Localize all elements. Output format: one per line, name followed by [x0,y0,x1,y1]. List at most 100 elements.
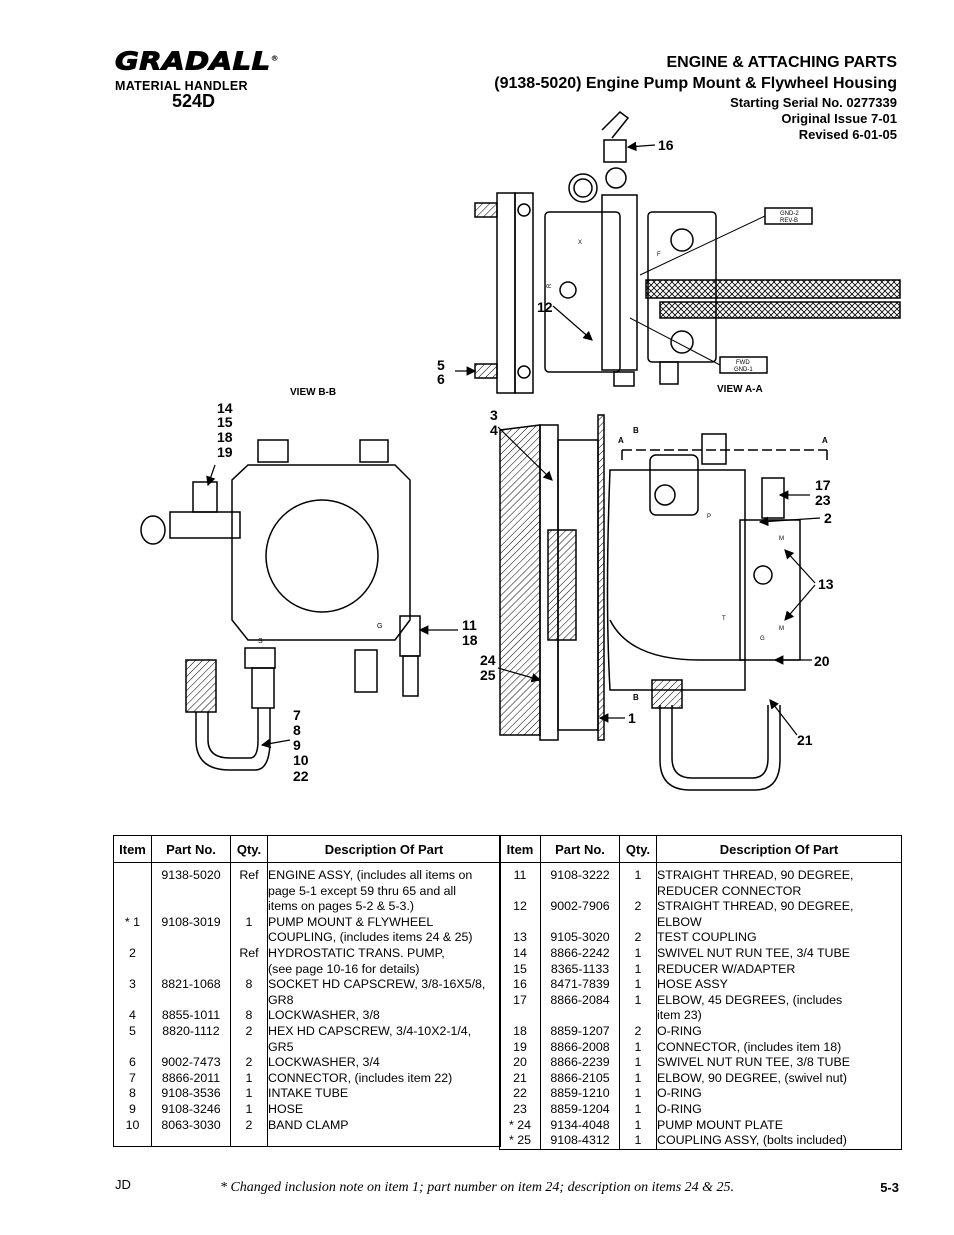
table-cell-desc: GR5 [268,1039,294,1054]
table-cell-desc: PUMP MOUNT & FLYWHEEL [268,914,434,929]
table-cell-item: 11 [513,868,527,882]
page-header: ENGINE & ATTACHING PARTS (9138-5020) Eng… [494,53,897,143]
table-cell-qty: 1 [634,1086,642,1101]
section-title: ENGINE & ATTACHING PARTS [666,54,897,71]
table-cell-part: 9108-4312 [550,1133,610,1148]
callout-19: 19 [217,444,233,460]
table-cell-qty: 1 [245,914,253,929]
table-cell-qty [231,930,267,946]
table-cell-part: 9108-3019 [161,914,221,929]
callout-numbers: 16 12 5 6 14 15 18 19 11 18 7 8 9 10 22 … [217,137,834,784]
section-subtitle: (9138-5020) Engine Pump Mount & Flywheel… [494,75,897,92]
table-cell-desc: REDUCER W/ADAPTER [657,961,796,976]
table-cell-desc: ELBOW, 45 DEGREES, (includes [657,992,843,1007]
callout-17: 17 [815,477,831,493]
svg-text:R: R [547,283,553,288]
table-cell-item [500,1008,540,1024]
col-desc-header: Description Of Part [267,835,501,863]
table-cell-part: 8866-2242 [550,945,610,960]
table-cell-desc: STRAIGHT THREAD, 90 DEGREE, [657,868,854,882]
table-cell-item: 19 [513,1039,527,1054]
svg-text:X: X [578,240,582,246]
callout-11: 11 [462,617,477,633]
table-cell-item: 20 [513,1055,527,1070]
table-cell-desc: CONNECTOR, (includes item 22) [268,1070,453,1085]
callout-14: 14 [217,400,233,416]
parts-diagram: GND-2 REV-B FWD GND-1 X X R F S G [140,111,901,791]
table-cell-part [152,899,230,915]
view-bb-labels: S G [258,623,382,645]
table-cell-desc: SWIVEL NUT RUN TEE, 3/8 TUBE [657,1055,851,1070]
parts-table-left: Item Part No. Qty. Description Of Part *… [113,835,501,1147]
table-header-row: Item Part No. Qty. Description Of Part [113,835,501,863]
section-view-labels: B A A B [618,426,828,702]
table-cell-desc: ENGINE ASSY, (includes all items on [268,868,473,882]
svg-text:FWD: FWD [736,360,750,366]
table-cell-item: 9 [129,1101,136,1116]
svg-text:A: A [618,436,624,445]
table-cell-part [152,946,230,962]
table-cell-part: 8855-1011 [161,1008,221,1023]
table-cell-desc: SWIVEL NUT RUN TEE, 3/4 TUBE [657,945,851,960]
table-header-row: Item Part No. Qty. Description Of Part [499,835,902,863]
table-cell-qty: 1 [634,977,642,992]
table-cell-part: 9108-3222 [550,868,610,882]
table-cell-part [152,930,230,946]
section-view-port-labels: P T M M G [707,514,784,642]
table-cell-qty: 2 [245,1117,253,1132]
table-cell-item: 10 [125,1117,140,1132]
callout-2: 2 [824,510,832,526]
table-cell-qty: 2 [634,1023,642,1038]
callout-16: 16 [658,137,674,153]
callout-12: 12 [537,299,553,315]
table-cell-desc: O-RING [657,1101,702,1116]
callout-13: 13 [818,576,834,592]
table-cell-qty [231,899,267,915]
table-cell-item: 4 [129,1008,136,1023]
model-number: 524D [172,90,216,111]
view-aa-title: VIEW A-A [717,384,763,395]
table-cell-item: 8 [129,1086,136,1101]
revised-date: Revised 6-01-05 [798,127,897,142]
table-cell-desc: O-RING [657,1086,702,1101]
svg-text:F: F [657,252,661,258]
table-cell-desc: HOSE ASSY [657,977,728,992]
table-cell-qty [231,884,267,900]
svg-text:GND-1: GND-1 [734,367,753,373]
table-cell-desc: items on pages 5-2 & 5-3.) [268,899,415,914]
table-cell-item [114,1040,151,1056]
table-cell-item: * 1 [124,914,141,929]
table-cell-qty: 1 [634,1039,642,1054]
table-cell-part [152,1040,230,1056]
table-cell-qty: 1 [634,992,642,1007]
brand-name: GRADALL® [114,46,280,76]
table-cell-part: 8866-2008 [550,1039,610,1054]
table-cell-item: * 25 [508,1133,532,1148]
svg-text:A: A [822,436,828,445]
col-desc-header: Description Of Part [656,835,902,863]
table-cell-desc: REDUCER CONNECTOR [657,883,802,898]
svg-text:B: B [633,693,639,702]
table-cell-part: 9002-7473 [161,1055,221,1070]
table-cell-desc: SOCKET HD CAPSCREW, 3/8-16X5/8, [268,977,486,992]
table-cell-desc: CONNECTOR, (includes item 18) [657,1039,842,1054]
table-cell-qty: 1 [634,868,642,882]
table-cell-desc: LOCKWASHER, 3/8 [268,1008,380,1023]
table-cell-qty: Ref [239,868,259,882]
table-cell-item: 21 [513,1070,527,1085]
table-cell-item: 7 [129,1070,136,1085]
table-cell-item: 6 [129,1055,136,1070]
table-cell-desc: BAND CLAMP [268,1117,349,1132]
table-cell-part: 8859-1207 [550,1023,610,1038]
table-cell-part: 8859-1210 [550,1086,610,1101]
section-view-drawing [499,414,828,791]
table-cell-part: 9105-3020 [550,930,610,945]
svg-text:P: P [707,514,711,520]
table-cell-desc: item 23) [657,1008,702,1023]
table-cell-part: 8859-1204 [550,1101,610,1116]
table-cell-qty [231,962,267,978]
table-cell-item [114,993,151,1009]
table-cell-qty: 1 [634,1101,642,1116]
